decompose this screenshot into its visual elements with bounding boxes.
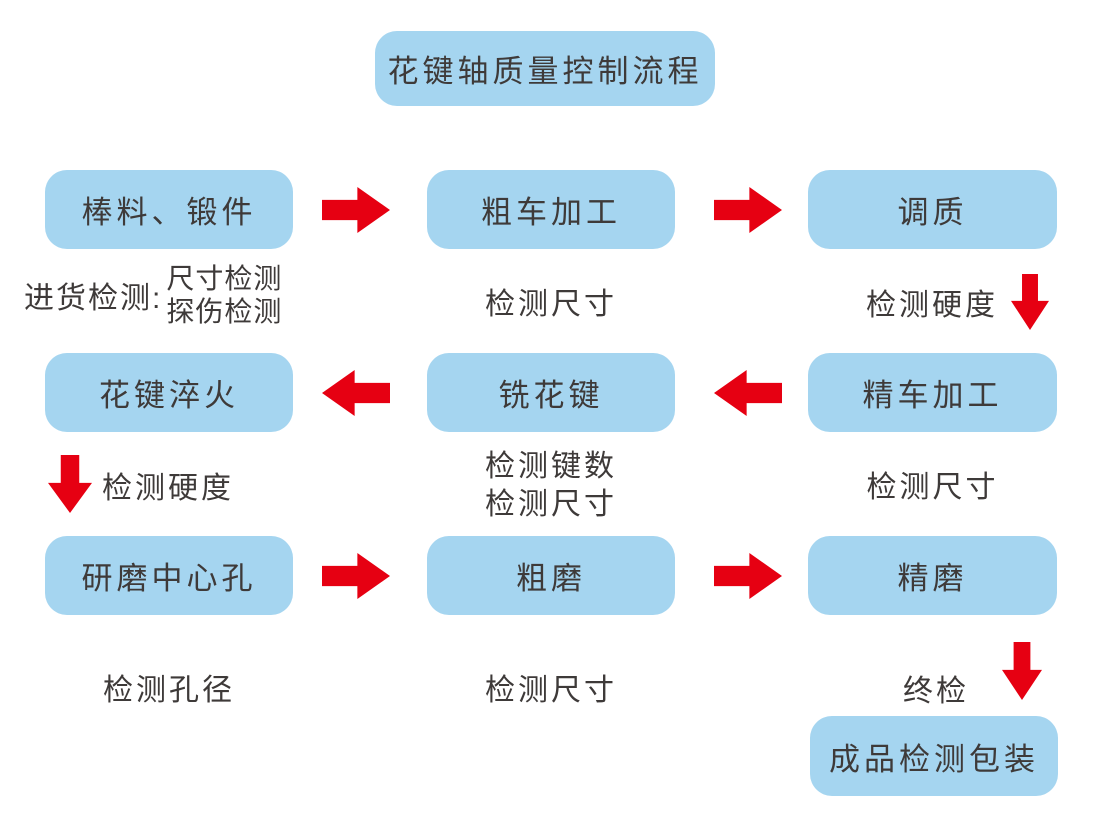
flow-arrow-down-icon <box>1011 274 1049 330</box>
process-box-spline-milling: 铣花键 <box>427 353 675 432</box>
process-box-finish-turning: 精车加工 <box>808 353 1057 432</box>
process-box-quench-temper: 调质 <box>808 170 1057 249</box>
incoming-inspection-items: 尺寸检测 探伤检测 <box>166 262 282 328</box>
process-box-label: 棒料、锻件 <box>81 195 257 230</box>
process-box-label: 粗车加工 <box>481 195 621 230</box>
inspection-label-final-check: 终检 <box>903 675 969 708</box>
incoming-inspection-prefix: 进货检测: <box>24 282 163 316</box>
process-box-label: 精车加工 <box>862 378 1003 413</box>
page-title: 花键轴质量控制流程 <box>387 54 703 89</box>
process-box-final-packing: 成品检测包装 <box>810 716 1058 796</box>
flow-arrow-left-icon <box>322 370 390 416</box>
flow-arrow-right-icon <box>714 553 782 599</box>
process-box-rough-grinding: 粗磨 <box>427 536 675 615</box>
inspection-label-hardness: 检测硬度 <box>102 472 234 505</box>
flow-arrow-right-icon <box>322 553 390 599</box>
flow-arrow-down-icon <box>48 455 92 513</box>
process-box-spline-quench: 花键淬火 <box>45 353 293 432</box>
inspection-label-size: 检测尺寸 <box>485 488 617 521</box>
process-box-label: 花键淬火 <box>99 378 239 413</box>
process-box-label: 铣花键 <box>498 378 604 413</box>
process-box-center-hole-grinding: 研磨中心孔 <box>45 536 293 615</box>
process-box-label: 精磨 <box>897 561 968 596</box>
inspection-label-key-count: 检测键数 <box>485 450 617 483</box>
inspection-label-size: 检测尺寸 <box>485 288 617 321</box>
process-box-finish-grinding: 精磨 <box>808 536 1057 615</box>
incoming-inspection-item: 探伤检测 <box>166 296 283 328</box>
process-box-rough-turning: 粗车加工 <box>427 170 675 249</box>
flow-arrow-right-icon <box>714 187 782 233</box>
inspection-label-hardness: 检测硬度 <box>866 289 998 322</box>
flow-arrow-left-icon <box>714 370 782 416</box>
process-box-label: 调质 <box>897 195 968 230</box>
inspection-label-size: 检测尺寸 <box>866 471 999 504</box>
process-box-label: 成品检测包装 <box>829 741 1039 777</box>
process-box-label: 粗磨 <box>516 561 586 596</box>
incoming-inspection-item: 尺寸检测 <box>166 263 283 294</box>
flow-arrow-right-icon <box>322 187 390 233</box>
process-box-raw-material: 棒料、锻件 <box>45 170 293 249</box>
title-box: 花键轴质量控制流程 <box>375 31 715 106</box>
flow-arrow-down-icon <box>1002 642 1042 700</box>
incoming-inspection-label: 进货检测: 尺寸检测 探伤检测 <box>24 262 282 328</box>
inspection-label-hole-diameter: 检测孔径 <box>103 674 235 707</box>
inspection-label-size: 检测尺寸 <box>485 674 617 707</box>
process-box-label: 研磨中心孔 <box>81 561 257 596</box>
